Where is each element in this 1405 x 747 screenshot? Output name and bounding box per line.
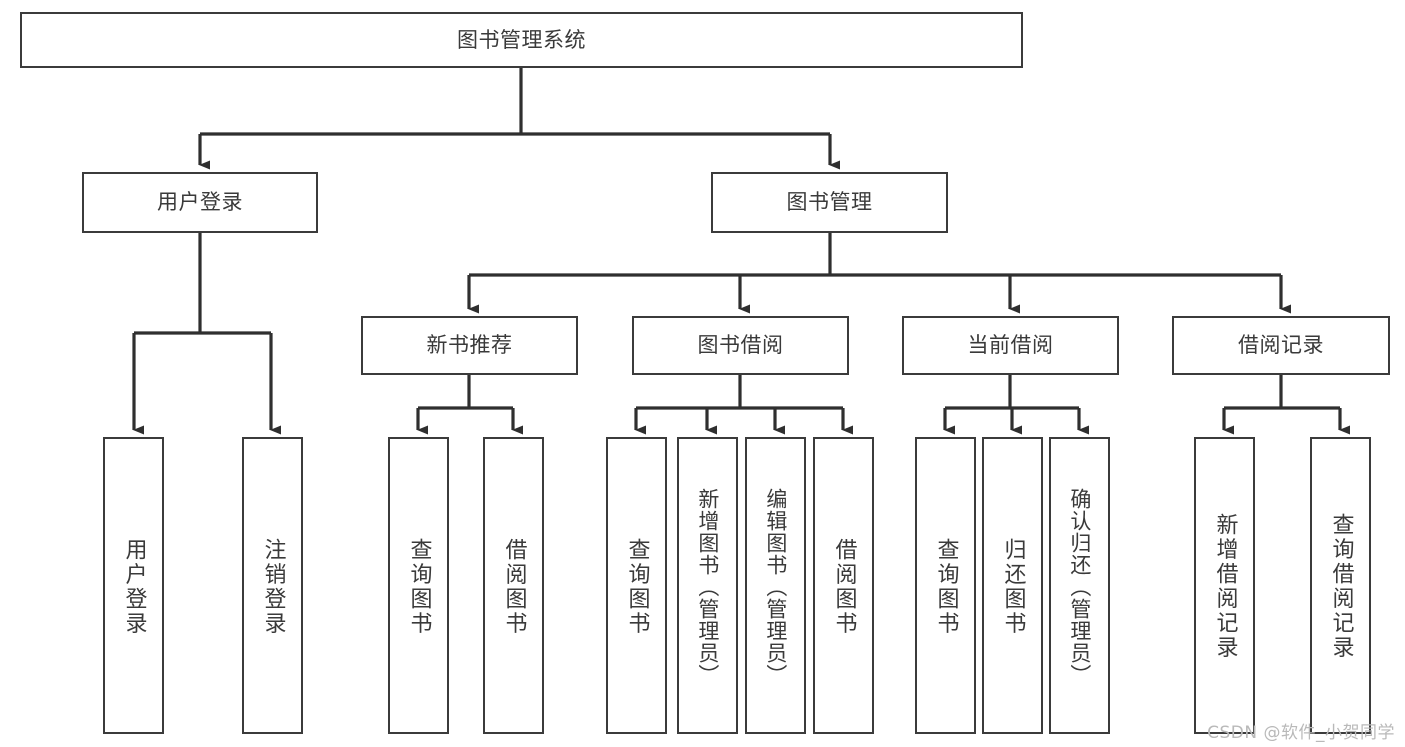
node-leaf-edit-book[interactable]: 编辑图书（管理员）	[745, 437, 806, 734]
node-leaf-borrow-book-2[interactable]: 借阅图书	[813, 437, 874, 734]
node-leaf-query-borrow-record[interactable]: 查询借阅记录	[1310, 437, 1371, 734]
node-leaf-query-book-1-label: 查询图书	[406, 537, 432, 636]
node-leaf-borrow-book-1[interactable]: 借阅图书	[483, 437, 544, 734]
node-leaf-add-borrow-record-label: 新增借阅记录	[1212, 513, 1238, 660]
node-borrow-record-label: 借阅记录	[1238, 333, 1324, 358]
node-leaf-query-book-1[interactable]: 查询图书	[388, 437, 449, 734]
node-root[interactable]: 图书管理系统	[20, 12, 1023, 68]
node-leaf-add-borrow-record[interactable]: 新增借阅记录	[1194, 437, 1255, 734]
node-leaf-query-borrow-record-label: 查询借阅记录	[1328, 513, 1354, 660]
node-current-borrow-label: 当前借阅	[967, 333, 1054, 358]
node-new-book-recommend[interactable]: 新书推荐	[361, 316, 578, 375]
node-leaf-query-book-3-label: 查询图书	[933, 537, 959, 636]
node-current-borrow[interactable]: 当前借阅	[902, 316, 1119, 375]
node-leaf-user-logout-label: 注销登录	[260, 537, 286, 636]
node-leaf-return-book-label: 归还图书	[1000, 537, 1026, 636]
node-book-management[interactable]: 图书管理	[711, 172, 948, 233]
node-leaf-confirm-return[interactable]: 确认归还（管理员）	[1049, 437, 1110, 734]
node-new-book-recommend-label: 新书推荐	[426, 333, 513, 358]
node-borrow-record[interactable]: 借阅记录	[1172, 316, 1390, 375]
node-leaf-query-book-2[interactable]: 查询图书	[606, 437, 667, 734]
node-leaf-add-book-label: 新增图书（管理员）	[695, 487, 720, 686]
node-book-management-label: 图书管理	[786, 190, 873, 215]
node-leaf-return-book[interactable]: 归还图书	[982, 437, 1043, 734]
node-leaf-query-book-3[interactable]: 查询图书	[915, 437, 976, 734]
node-book-borrow[interactable]: 图书借阅	[632, 316, 849, 375]
node-user-login[interactable]: 用户登录	[82, 172, 318, 233]
csdn-watermark: CSDN @软件_小贺同学	[1207, 723, 1395, 743]
node-leaf-edit-book-label: 编辑图书（管理员）	[763, 487, 788, 686]
node-leaf-user-logout[interactable]: 注销登录	[242, 437, 303, 734]
node-leaf-user-login[interactable]: 用户登录	[103, 437, 164, 734]
node-leaf-borrow-book-1-label: 借阅图书	[501, 537, 527, 636]
node-book-borrow-label: 图书借阅	[697, 333, 784, 358]
node-leaf-add-book[interactable]: 新增图书（管理员）	[677, 437, 738, 734]
node-user-login-label: 用户登录	[157, 190, 243, 215]
node-root-label: 图书管理系统	[457, 27, 586, 52]
node-leaf-confirm-return-label: 确认归还（管理员）	[1067, 487, 1092, 686]
node-leaf-borrow-book-2-label: 借阅图书	[831, 537, 857, 636]
node-leaf-user-login-label: 用户登录	[121, 537, 147, 636]
node-leaf-query-book-2-label: 查询图书	[624, 537, 650, 636]
